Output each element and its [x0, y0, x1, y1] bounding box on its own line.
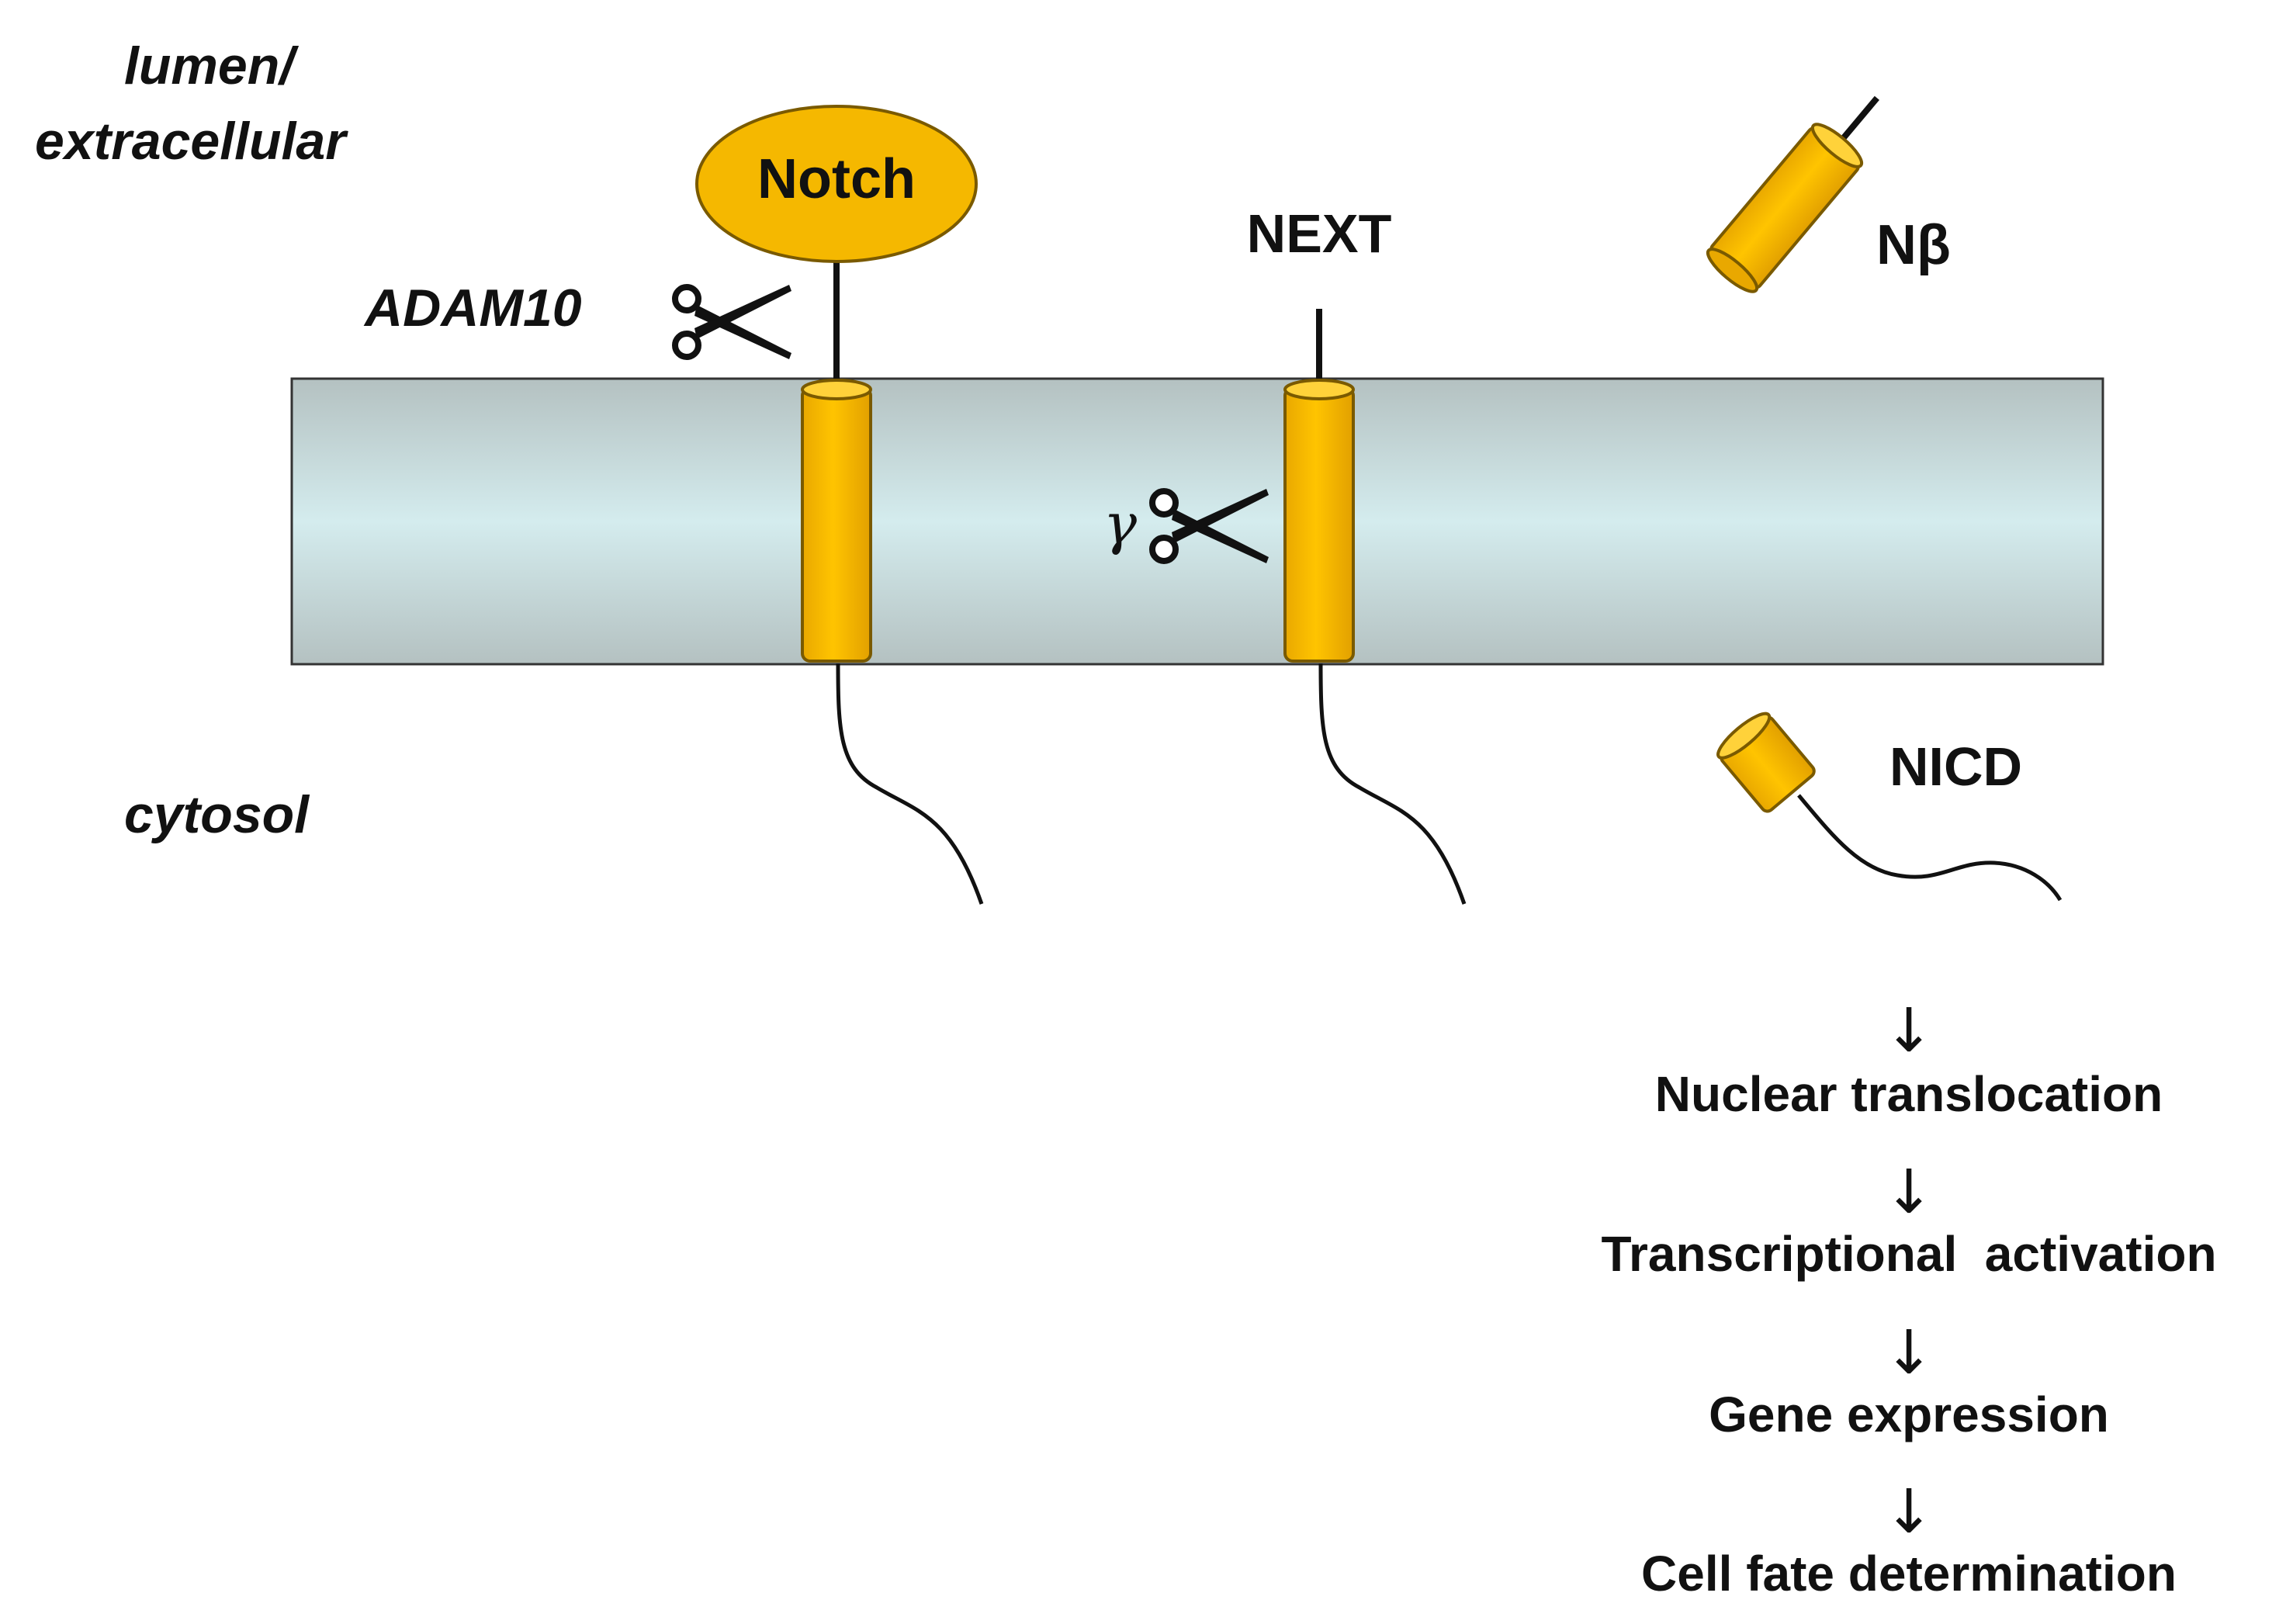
pathway-step-nuclear-translocation: Nuclear translocation — [1655, 1066, 2163, 1122]
next-fragment — [1283, 309, 1467, 905]
next-label: NEXT — [1247, 203, 1392, 264]
pathway-step-gene-expression: Gene expression — [1709, 1387, 2109, 1442]
nbeta-fragment — [1706, 95, 1879, 293]
notch-receptor — [695, 105, 984, 905]
pathway-step-cell-fate-determination: Cell fate determination — [1641, 1546, 2177, 1601]
lumen-label: lumen/ — [124, 36, 299, 95]
next-intracellular-tail — [1318, 663, 1467, 905]
pathway-step-transcriptional-activation: Transcriptional activation — [1601, 1226, 2216, 1282]
nicd-tail — [1797, 794, 2063, 902]
cytosol-label: cytosol — [124, 785, 310, 844]
pathway-arrow: ↓ — [1883, 1158, 1934, 1228]
gamma-secretase-label: γ — [1103, 491, 1138, 556]
pathway-arrow: ↓ — [1883, 1477, 1934, 1547]
downstream-pathway: ↓ Nuclear translocation ↓ Transcriptiona… — [1601, 996, 2216, 1601]
notch-label: Notch — [757, 148, 916, 210]
pathway-arrow: ↓ — [1883, 1318, 1934, 1388]
nicd-fragment — [1716, 712, 2063, 902]
scissors-icon — [675, 285, 791, 359]
notch-extracellular-domain — [695, 105, 978, 263]
extracellular-label: extracellular — [35, 112, 348, 171]
nicd-label: NICD — [1889, 736, 2022, 797]
pathway-arrow: ↓ — [1883, 996, 1934, 1066]
notch-transmembrane-cylinder — [801, 386, 872, 663]
notch-intracellular-tail — [836, 663, 984, 905]
adam10-label: ADAM10 — [363, 279, 582, 338]
next-transmembrane-cylinder — [1283, 386, 1355, 663]
nbeta-label: Nβ — [1876, 214, 1951, 276]
